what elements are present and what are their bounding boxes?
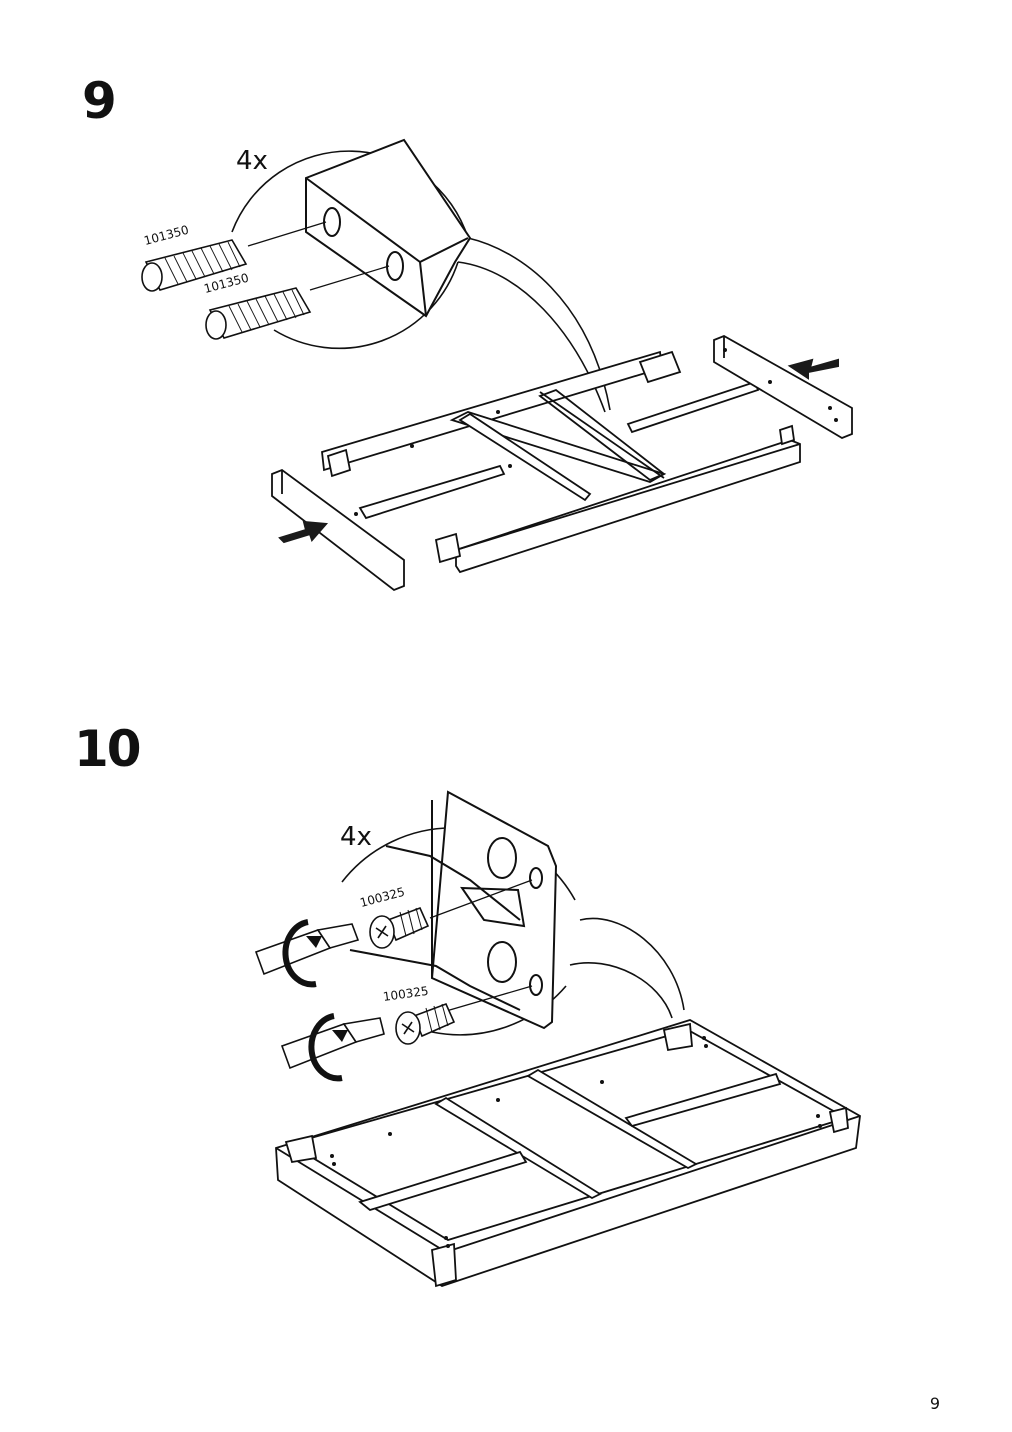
frame-assembly — [275, 1019, 861, 1288]
page-number: 9 — [929, 1394, 940, 1413]
quantity-label: 4x — [236, 146, 268, 176]
screw-icon — [395, 1002, 456, 1045]
screwdriver-icon — [254, 923, 385, 1070]
step-9-illustration — [141, 138, 853, 592]
block-detail — [305, 138, 472, 318]
dowel-icon — [141, 239, 248, 292]
bracket-detail — [349, 790, 558, 1030]
step-10-illustration — [254, 790, 861, 1288]
push-arrow-icon — [787, 358, 839, 380]
frame-assembly — [271, 335, 853, 592]
rotation-arrow-icon — [282, 919, 343, 1082]
step-number: 10 — [74, 720, 142, 778]
push-arrow-icon — [278, 520, 329, 544]
dowel-icon — [205, 287, 312, 340]
quantity-label: 4x — [340, 822, 372, 852]
screw-icon — [369, 906, 430, 949]
step-number: 9 — [82, 72, 117, 130]
